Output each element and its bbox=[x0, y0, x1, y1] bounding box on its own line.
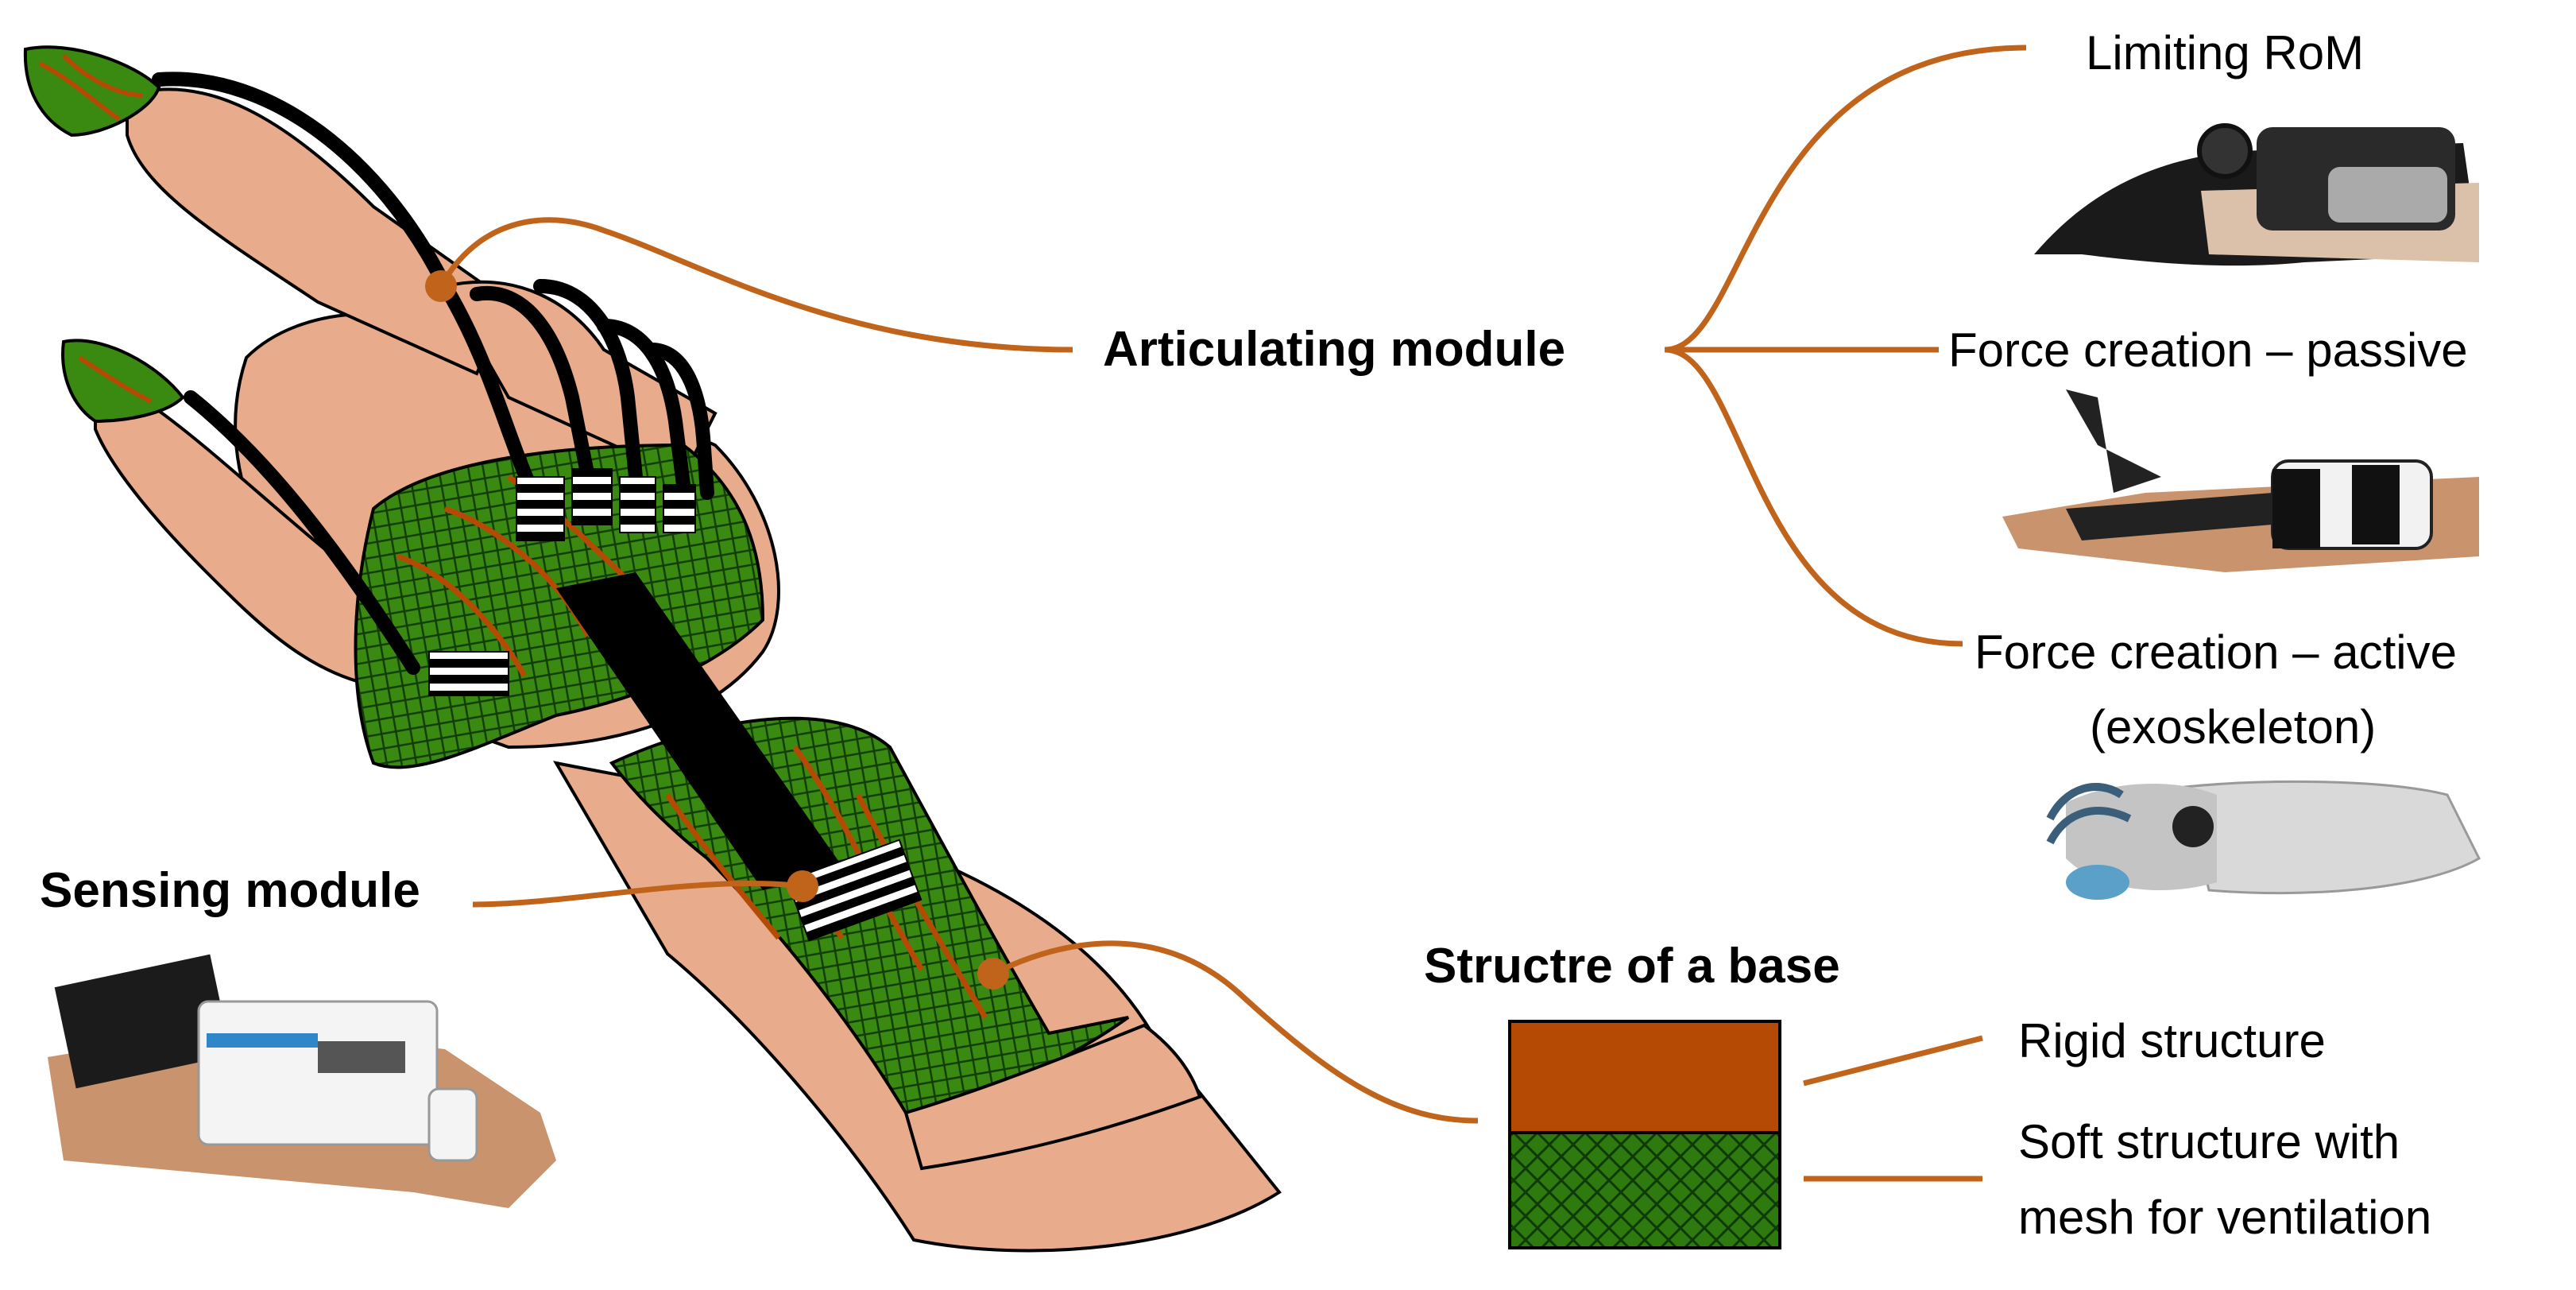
sensing-module-label: Sensing module bbox=[40, 863, 420, 918]
cuff-opening bbox=[903, 1023, 1202, 1171]
soft-structure-label-line1: Soft structure with bbox=[2018, 1115, 2400, 1168]
striped-connector bbox=[428, 651, 509, 696]
structure-title: Structre of a base bbox=[1424, 939, 1840, 994]
force-passive-label: Force creation – passive bbox=[1948, 323, 2468, 377]
striped-connector bbox=[516, 476, 565, 541]
striped-connector bbox=[619, 476, 656, 533]
rigid-structure-label: Rigid structure bbox=[2018, 1014, 2326, 1067]
sensing-module-photo bbox=[48, 954, 556, 1208]
base-structure-swatch bbox=[1508, 1020, 1781, 1249]
articulating-straps bbox=[152, 72, 714, 675]
limiting-rom-label: Limiting RoM bbox=[2086, 26, 2365, 79]
connector-lines bbox=[438, 45, 2027, 1182]
hand-illustration bbox=[23, 45, 1282, 1253]
index-tip-cap bbox=[23, 45, 161, 138]
rigid-swatch bbox=[1508, 1020, 1781, 1134]
sensing-bar-stripes bbox=[786, 839, 922, 942]
thumb-tip-cap bbox=[61, 339, 185, 424]
soft-swatch bbox=[1508, 1131, 1781, 1249]
striped-connector bbox=[571, 468, 613, 525]
soft-structure-label-line2: mesh for ventilation bbox=[2018, 1191, 2432, 1244]
thumb-tip-mesh bbox=[78, 355, 153, 404]
connector-dots bbox=[425, 270, 1009, 990]
sensing-bar bbox=[556, 572, 842, 890]
exoskeleton-label: (exoskeleton) bbox=[2090, 700, 2377, 753]
middle-finger bbox=[442, 280, 717, 479]
limiting-rom-photo bbox=[2034, 123, 2479, 266]
articulating-module-label: Articulating module bbox=[1103, 322, 1566, 377]
index-tip-mesh bbox=[38, 53, 144, 122]
active-exoskeleton-photo bbox=[2046, 780, 2481, 900]
passive-force-photo bbox=[2002, 389, 2479, 572]
force-active-label: Force creation – active bbox=[1975, 626, 2457, 679]
striped-connector bbox=[663, 484, 696, 533]
